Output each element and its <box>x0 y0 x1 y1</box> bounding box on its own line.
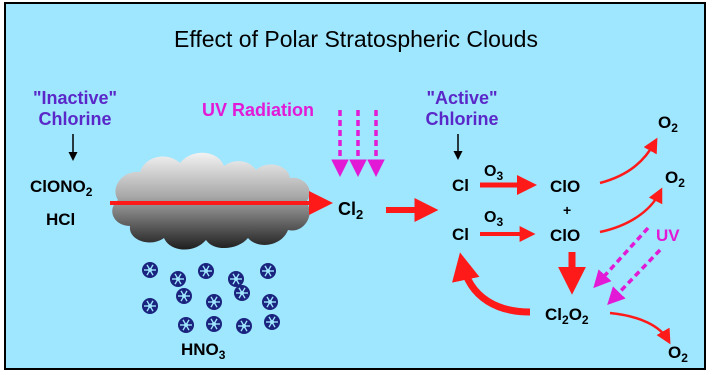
clono2-label: ClONO2 <box>30 177 93 199</box>
hno3-label: HNO3 <box>181 340 226 362</box>
snowflake-crystal-icon <box>141 261 159 279</box>
o3-top-label: O3 <box>484 163 503 183</box>
snowflake-crystal-icon <box>175 287 193 305</box>
active-chlorine-label-line1: "Active" <box>426 88 497 108</box>
cl2o2-to-cl-arrow <box>452 252 531 316</box>
uv-radiation-label: UV Radiation <box>202 100 314 120</box>
clo-to-o2-top-arrow <box>599 137 658 185</box>
snowflake-crystal-icon <box>263 313 281 331</box>
diagram-title: Effect of Polar Stratospheric Clouds <box>174 26 538 52</box>
cl-bottom-label: Cl <box>452 225 469 244</box>
inactive-chlorine-label-line1: "Inactive" <box>33 88 117 108</box>
snowflake-crystal-icon <box>233 284 251 302</box>
ice-crystals <box>141 261 281 335</box>
clo-to-o2-mid-arrow <box>599 187 663 234</box>
cl-top-label: Cl <box>452 176 469 195</box>
uv-diagonal-arrow-1 <box>593 226 650 289</box>
snowflake-crystal-icon <box>227 270 245 288</box>
snowflake-crystal-icon <box>261 293 279 311</box>
snowflake-crystal-icon <box>141 297 159 315</box>
clo-bottom-label: ClO <box>550 226 580 245</box>
snowflake-crystal-icon <box>259 262 277 280</box>
snowflake-crystal-icon <box>169 270 187 288</box>
plus-sign: + <box>563 202 571 218</box>
o2-top-label: O2 <box>658 113 678 135</box>
active-chlorine-label-line2: Chlorine <box>425 109 498 129</box>
o2-bottom-label: O2 <box>668 343 688 365</box>
cl2o2-label: Cl2O2 <box>545 305 589 327</box>
o2-mid-label: O2 <box>665 168 685 190</box>
o3-bottom-label: O3 <box>484 209 503 229</box>
snowflake-crystal-icon <box>205 315 223 333</box>
clo-top-label: ClO <box>550 177 580 196</box>
cl2-label: Cl2 <box>338 199 363 222</box>
inactive-chlorine-label-line2: Chlorine <box>38 109 111 129</box>
snowflake-crystal-icon <box>177 316 195 334</box>
snowflake-crystal-icon <box>235 317 253 335</box>
hcl-label: HCl <box>46 210 75 229</box>
uv-label: UV <box>656 226 680 245</box>
cl2o2-to-o2-arrow <box>609 311 671 345</box>
snowflake-crystal-icon <box>205 293 223 311</box>
snowflake-crystal-icon <box>197 262 215 280</box>
uv-diagonal-arrow-2 <box>607 248 662 306</box>
